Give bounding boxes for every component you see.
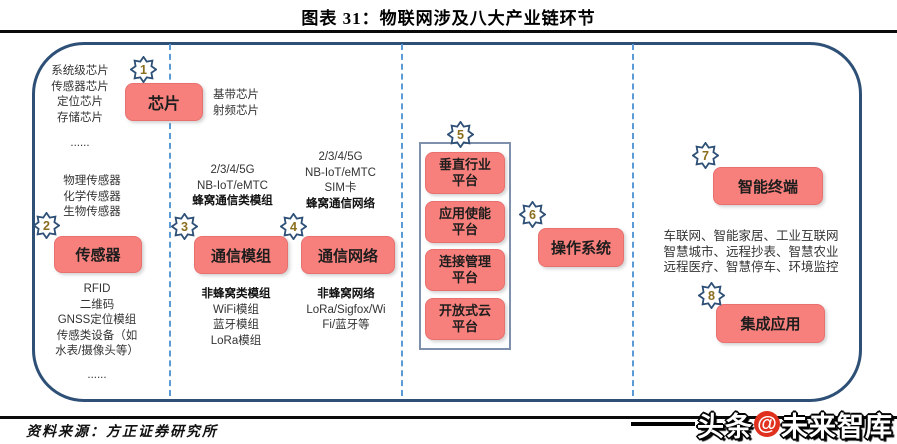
platform-label: 垂直行业 平台 bbox=[438, 157, 491, 188]
list-item: 物理传感器 bbox=[63, 175, 121, 187]
top-rule bbox=[0, 30, 897, 33]
step-badge-3: 3 bbox=[171, 213, 198, 240]
chip-side-list-left: 系统级芯片 传感器芯片 定位芯片 存储芯片 ...... bbox=[36, 64, 124, 152]
list-item: 化学传感器 bbox=[63, 190, 121, 203]
list-item: 蓝牙模组 bbox=[213, 319, 259, 331]
list-item: 2/3/4/5G bbox=[210, 164, 255, 176]
platform-box: 连接管理 平台 bbox=[425, 249, 505, 292]
source-note: 资料来源：方正证券研究所 bbox=[26, 425, 218, 440]
badge-number: 7 bbox=[702, 149, 709, 163]
badge-number: 1 bbox=[140, 63, 147, 77]
column-divider bbox=[169, 44, 171, 396]
platform-label: 连接管理 平台 bbox=[438, 254, 491, 286]
module-top-list: 2/3/4/5G NB-IoT/eMTC 蜂窝通信类模组 bbox=[175, 163, 290, 210]
platform-stack: 垂直行业 平台 应用使能 平台 连接管理 平台 开放式云 平台 bbox=[419, 142, 511, 350]
terminal-box: 智能终端 bbox=[713, 167, 823, 205]
platform-box: 垂直行业 平台 bbox=[425, 152, 505, 194]
ellipsis: ...... bbox=[70, 137, 90, 149]
os-box: 操作系统 bbox=[538, 228, 624, 267]
sensor-top-list: 物理传感器 化学传感器 生物传感器 bbox=[42, 174, 142, 221]
badge-number: 4 bbox=[290, 220, 297, 234]
network-box: 通信网络 bbox=[301, 236, 395, 274]
badge-number: 3 bbox=[181, 220, 188, 234]
platform-label: 开放式云 平台 bbox=[438, 302, 491, 334]
module-bottom-list: 非蜂窝类模组 WiFi模组 蓝牙模组 LoRa模组 bbox=[180, 287, 292, 349]
sensor-label: 传感器 bbox=[75, 247, 121, 264]
list-item: RFID bbox=[83, 283, 111, 295]
list-item: 传感类设备（如 bbox=[56, 329, 138, 342]
list-item: LoRa模组 bbox=[210, 334, 262, 347]
watermark: 头条 @ 未来智库 bbox=[631, 406, 893, 442]
list-item: Fi/蓝牙等 bbox=[322, 319, 370, 331]
chip-side-list-right: 基带芯片 射频芯片 bbox=[213, 88, 283, 119]
figure-title: 图表 31：物联网涉及八大产业链环节 bbox=[301, 9, 596, 28]
list-item: 基带芯片 bbox=[213, 89, 259, 101]
step-badge-4: 4 bbox=[280, 213, 307, 240]
network-label: 通信网络 bbox=[317, 247, 378, 265]
step-badge-7: 7 bbox=[692, 142, 719, 169]
list-item: NB-IoT/eMTC bbox=[305, 166, 376, 179]
column-divider bbox=[401, 44, 403, 396]
diagram-frame bbox=[32, 42, 862, 402]
sensor-bottom-list: RFID 二维码 GNSS定位模组 传感类设备（如 水表/摄像头等） .....… bbox=[30, 282, 164, 383]
badge-number: 8 bbox=[708, 289, 715, 303]
step-badge-8: 8 bbox=[698, 282, 725, 309]
list-item: 生物传感器 bbox=[63, 206, 121, 218]
badge-number: 5 bbox=[457, 128, 464, 142]
watermark-at-icon: @ bbox=[754, 411, 780, 437]
list-item: 系统级芯片 bbox=[51, 65, 109, 77]
badge-number: 6 bbox=[529, 208, 536, 222]
list-item: 定位芯片 bbox=[57, 96, 103, 108]
module-label: 通信模组 bbox=[210, 247, 271, 265]
list-item-bold: 非蜂窝网络 bbox=[317, 288, 375, 300]
list-item: 2/3/4/5G bbox=[318, 151, 363, 163]
chip-box: 芯片 bbox=[125, 83, 203, 121]
sensor-box: 传感器 bbox=[54, 236, 142, 273]
list-item: NB-IoT/eMTC bbox=[197, 179, 268, 192]
list-item: 远程医疗、智慧停车、环境监控 bbox=[663, 260, 839, 274]
network-bottom-list: 非蜂窝网络 LoRa/Sigfox/Wi Fi/蓝牙等 bbox=[287, 287, 405, 334]
list-item: SIM卡 bbox=[324, 182, 357, 194]
step-badge-2: 2 bbox=[33, 212, 60, 239]
integration-box: 集成应用 bbox=[716, 304, 825, 343]
list-item: GNSS定位模组 bbox=[57, 314, 137, 326]
network-top-list: 2/3/4/5G NB-IoT/eMTC SIM卡 蜂窝通信网络 bbox=[283, 150, 398, 212]
platform-label: 应用使能 平台 bbox=[438, 205, 491, 237]
module-box: 通信模组 bbox=[194, 236, 288, 274]
list-item: 车联网、智能家居、工业互联网 bbox=[663, 229, 839, 243]
platform-box: 应用使能 平台 bbox=[425, 200, 505, 243]
list-item: 水表/摄像头等） bbox=[55, 345, 139, 357]
list-item: WiFi模组 bbox=[213, 303, 259, 316]
os-label: 操作系统 bbox=[550, 240, 611, 257]
list-item-bold: 蜂窝通信类模组 bbox=[192, 195, 273, 207]
list-item: 二维码 bbox=[79, 298, 115, 311]
terminal-label: 智能终端 bbox=[737, 178, 798, 196]
ellipsis: ...... bbox=[87, 368, 107, 381]
list-item: LoRa/Sigfox/Wi bbox=[306, 303, 386, 316]
watermark-name: 未来智库 bbox=[781, 411, 893, 442]
watermark-prefix: 头条 bbox=[697, 411, 753, 442]
step-badge-6: 6 bbox=[519, 201, 546, 228]
list-item: 传感器芯片 bbox=[51, 80, 109, 93]
watermark-line bbox=[631, 422, 695, 426]
step-badge-5: 5 bbox=[447, 121, 474, 148]
list-item: 智慧城市、远程抄表、智慧农业 bbox=[663, 244, 839, 259]
chip-label: 芯片 bbox=[147, 96, 180, 113]
terminal-apps-list: 车联网、智能家居、工业互联网 智慧城市、远程抄表、智慧农业 远程医疗、智慧停车、… bbox=[653, 229, 849, 276]
platform-box: 开放式云 平台 bbox=[425, 297, 505, 340]
list-item: 射频芯片 bbox=[213, 104, 259, 117]
list-item-bold: 非蜂窝类模组 bbox=[201, 288, 271, 300]
integration-label: 集成应用 bbox=[740, 316, 801, 333]
column-divider bbox=[632, 44, 634, 396]
step-badge-1: 1 bbox=[130, 56, 157, 83]
list-item-bold: 蜂窝通信网络 bbox=[306, 197, 375, 210]
badge-number: 2 bbox=[43, 219, 50, 233]
bottom-rule bbox=[0, 416, 897, 419]
list-item: 存储芯片 bbox=[57, 111, 103, 124]
